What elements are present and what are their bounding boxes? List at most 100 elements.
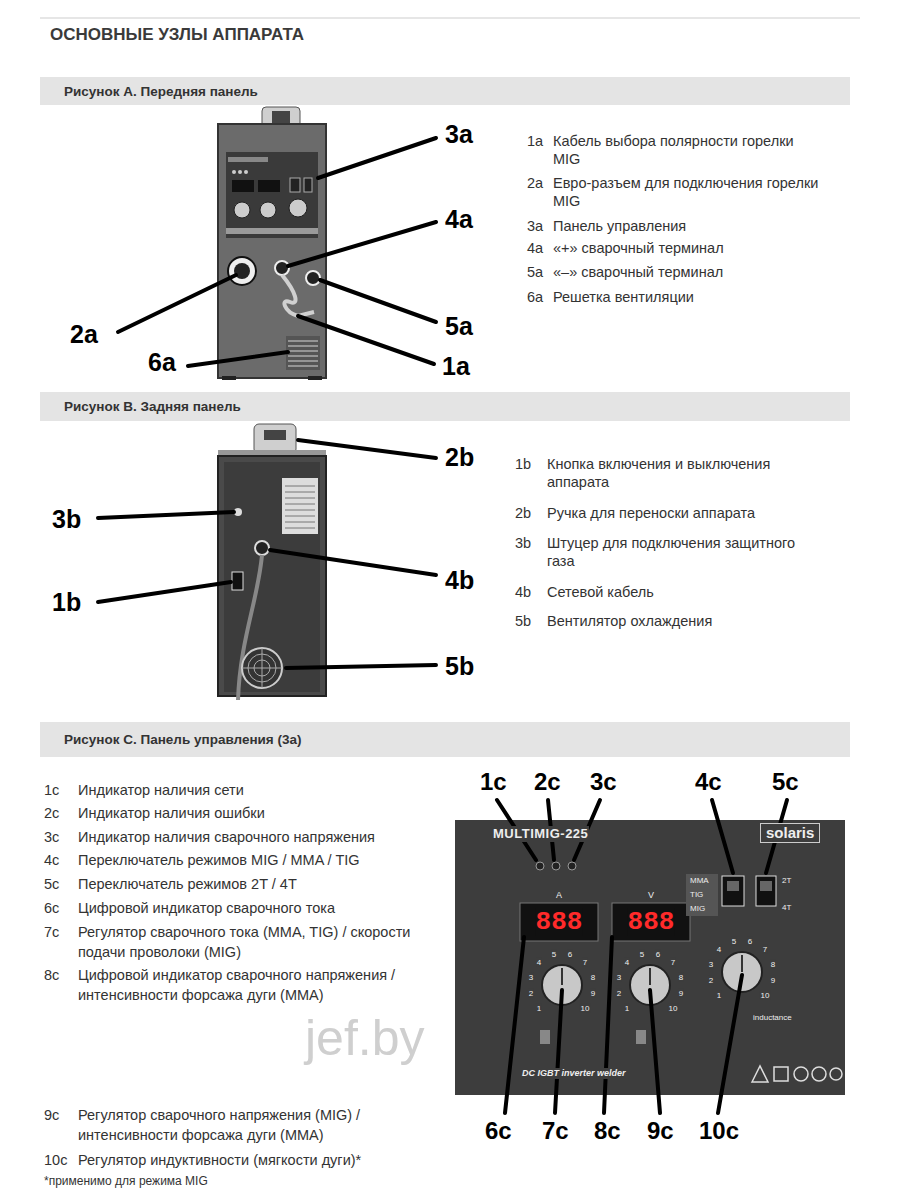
callout-number: 3b [50, 505, 83, 533]
dial-number: 2 [528, 989, 534, 998]
callout-number: 2b [443, 443, 476, 471]
foot [222, 376, 236, 380]
dial-number: 3 [528, 973, 534, 982]
dial-number: 1 [624, 1004, 630, 1013]
dial-number: 4 [536, 958, 542, 967]
callout-code: 5c [44, 874, 59, 894]
part-description: Штуцер для подключения защитного газа [547, 534, 812, 570]
handle [254, 424, 296, 454]
dial-number: 8 [590, 973, 596, 982]
dial-number: 3 [616, 973, 622, 982]
leader-line [98, 512, 234, 518]
callout-code: 6c [44, 898, 59, 918]
callout-code: 1a [527, 132, 543, 150]
part-description: Панель управления [553, 217, 823, 235]
leader-line [318, 138, 436, 178]
led [232, 170, 236, 174]
display [520, 903, 598, 941]
plus-terminal [275, 261, 289, 275]
leader-line [98, 582, 231, 602]
leader-line [712, 800, 733, 873]
unit-label: V [647, 890, 655, 900]
callout-code: 7c [44, 922, 59, 942]
callout-number: 5b [443, 652, 476, 680]
part-description: Сетевой кабель [547, 583, 812, 601]
panel-leader-lines [497, 800, 787, 1113]
part-description: Цифровой индикатор сварочного тока [78, 898, 448, 918]
leader-line [298, 316, 434, 364]
mode-label: 2T [781, 876, 792, 886]
power-switch [232, 572, 243, 590]
switch [290, 178, 300, 192]
dial-number: 10 [760, 991, 771, 1000]
callout-code: 10c [44, 1150, 67, 1170]
handle-grip [272, 111, 290, 123]
section-band: Рисунок А. Передняя панель [40, 77, 850, 105]
part-description: Индикатор наличия ошибки [78, 803, 448, 823]
dial-number: 1 [536, 1004, 542, 1013]
callout-number: 1c [478, 768, 509, 795]
dial-number: 6 [567, 950, 573, 959]
led [244, 170, 248, 174]
part-description: Переключатель режимов MIG / MMA / TIG [78, 850, 448, 870]
knob-pointer [741, 955, 743, 972]
back-device [218, 424, 326, 700]
top-rule [40, 17, 860, 19]
part-description: Регулятор сварочного тока (MMA, TIG) / с… [78, 922, 448, 962]
model-plate [228, 157, 268, 162]
display [258, 180, 280, 192]
callout-code: 5b [515, 612, 531, 630]
trigger-switch [756, 876, 776, 906]
ppe-icon [830, 1068, 842, 1080]
panel [455, 820, 845, 1095]
model-name: MULTIMIG-225 [492, 826, 589, 842]
callout-number: 8c [592, 1117, 623, 1144]
switch [304, 178, 312, 192]
unit-label: A [555, 890, 563, 900]
part-description: Решетка вентиляции [553, 288, 823, 306]
callout-code: 3c [44, 827, 59, 847]
mode-plate [686, 874, 718, 916]
leader-line [604, 937, 612, 1113]
euro-connector [228, 257, 256, 285]
dial-number: 2 [708, 976, 714, 985]
switch-rocker [727, 881, 739, 891]
callout-number: 6a [146, 348, 178, 376]
callout-number: 5a [443, 312, 475, 340]
callout-code: 4a [527, 239, 543, 257]
dial-number: 8 [678, 973, 684, 982]
band-title: Рисунок А. Передняя панель [64, 84, 258, 99]
callout-number: 6c [483, 1117, 514, 1144]
watermark: jef.by [305, 1010, 425, 1066]
foot [308, 376, 322, 380]
part-description: Регулятор сварочного напряжения (MIG) / … [78, 1105, 448, 1145]
leader-line [270, 550, 436, 575]
part-description: «+» сварочный терминал [553, 239, 823, 257]
knob-caption: inductance [752, 1013, 793, 1023]
led [238, 170, 242, 174]
callout-number: 9c [645, 1117, 676, 1144]
callout-code: 9c [44, 1105, 59, 1125]
housing [218, 124, 326, 378]
footnote: *применимо для режима MIG [44, 1174, 208, 1189]
brand-logo: solaris [760, 823, 820, 843]
leader-line [555, 990, 562, 1113]
part-description: «–» сварочный терминал [553, 263, 823, 281]
callout-number: 3c [588, 768, 619, 795]
manual-icon [774, 1067, 788, 1081]
band-title: Рисунок С. Панель управления (3а) [64, 732, 302, 747]
leader-line [650, 990, 660, 1113]
section-band: Рисунок В. Задняя панель [40, 392, 850, 421]
mode-label: TIG [689, 890, 704, 900]
mode-label: MIG [689, 904, 706, 914]
mode-label: MMA [689, 876, 710, 886]
callout-number: 7c [540, 1117, 571, 1144]
band-title: Рисунок В. Задняя панель [64, 399, 241, 414]
callout-number: 1b [50, 588, 83, 616]
part-description: Индикатор наличия сети [78, 780, 448, 800]
callout-code: 3a [527, 217, 543, 235]
leader-line [118, 275, 236, 332]
part-description: Вентилятор охлаждения [547, 612, 812, 630]
callout-number: 2c [532, 768, 563, 795]
knob-pointer [561, 968, 563, 985]
